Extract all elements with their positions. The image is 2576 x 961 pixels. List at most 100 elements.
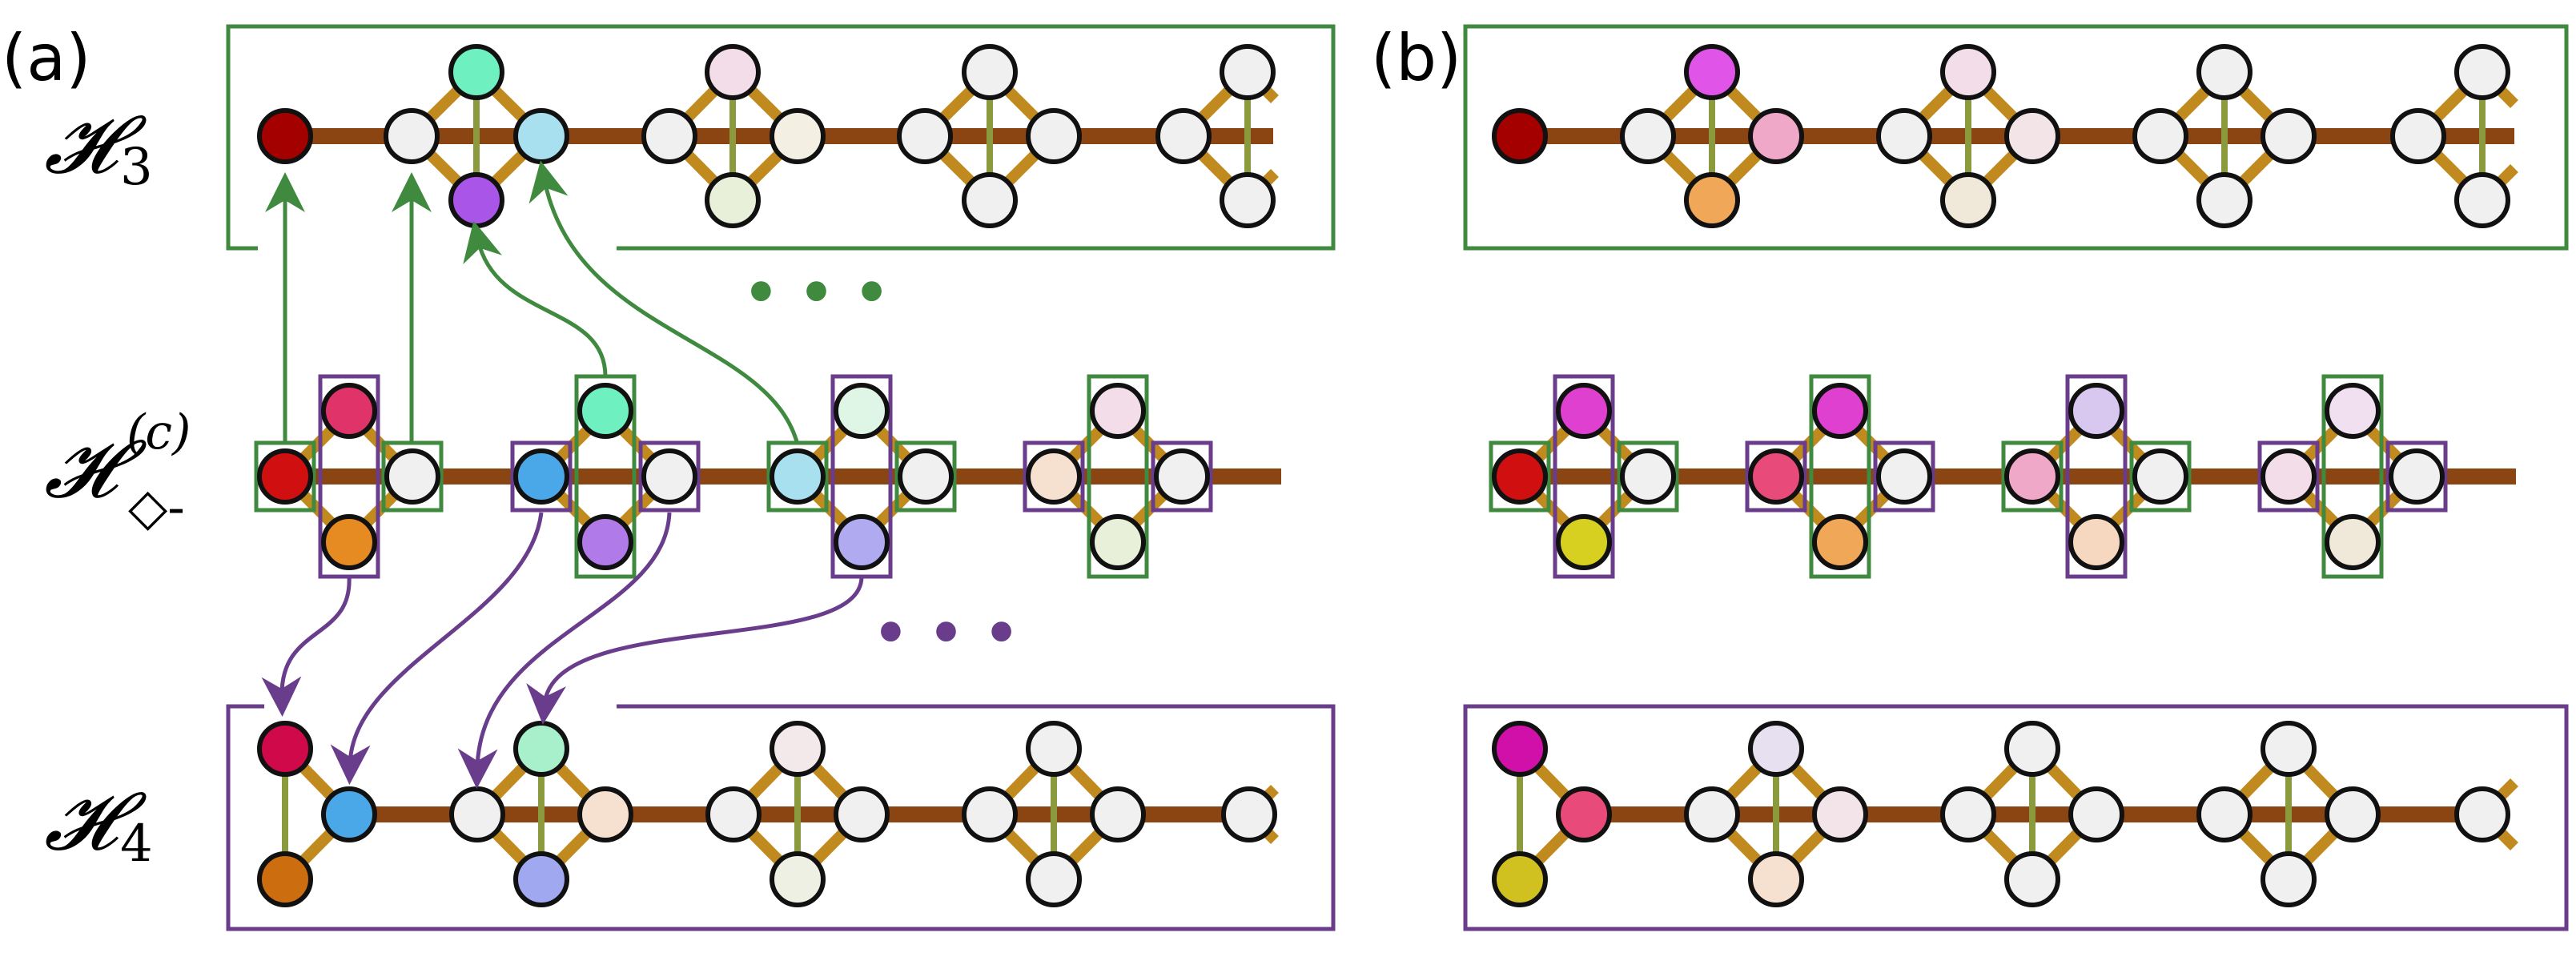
node — [2004, 108, 2060, 164]
node — [1155, 108, 1212, 164]
node — [1556, 514, 1612, 570]
node — [1748, 108, 1804, 164]
node — [770, 851, 826, 907]
node — [898, 448, 954, 505]
node — [1492, 721, 1548, 777]
panel-label-b: (b) — [1371, 21, 1461, 95]
node — [513, 851, 569, 907]
node — [577, 383, 633, 439]
node — [2389, 448, 2445, 505]
node — [1684, 786, 1740, 842]
node — [705, 44, 761, 100]
nodes — [257, 44, 1276, 228]
node — [321, 383, 377, 439]
chain-b-h3 — [1492, 44, 2518, 228]
node — [1026, 851, 1082, 907]
row-label-h3-sub: 3 — [120, 138, 153, 197]
node — [1876, 108, 1932, 164]
chain-a-h4 — [257, 721, 1279, 907]
node — [1620, 108, 1676, 164]
node — [1940, 44, 1996, 100]
node — [2390, 108, 2446, 164]
node — [2261, 851, 2317, 907]
node — [1221, 786, 1277, 842]
arrows-purple — [261, 512, 864, 789]
frame-b-h3 — [1463, 24, 2569, 251]
row-label-h4-sub: 4 — [120, 814, 153, 874]
node — [1220, 172, 1276, 228]
node — [1090, 786, 1146, 842]
node — [2196, 172, 2252, 228]
node — [897, 108, 953, 164]
node — [1090, 383, 1146, 439]
node — [2261, 448, 2317, 505]
node — [2454, 44, 2510, 100]
node — [513, 448, 569, 505]
node — [2132, 108, 2188, 164]
node — [257, 721, 313, 777]
node — [2325, 383, 2381, 439]
chain-a-hdiamond — [254, 374, 1281, 579]
node — [1812, 786, 1868, 842]
node — [2132, 448, 2188, 505]
node — [770, 721, 826, 777]
nodes — [257, 721, 1277, 907]
node — [834, 786, 890, 842]
node — [1812, 514, 1868, 570]
node — [1026, 448, 1082, 505]
node — [2325, 514, 2381, 570]
node — [1556, 383, 1612, 439]
row-label-h4: 𝓗 4 — [44, 774, 153, 874]
node — [2068, 786, 2124, 842]
node — [513, 721, 569, 777]
node — [1940, 786, 1996, 842]
node — [257, 108, 313, 164]
node — [641, 448, 697, 505]
row-label-h3: 𝓗 3 — [44, 98, 153, 197]
node — [641, 108, 697, 164]
node — [577, 786, 633, 842]
node — [1220, 44, 1276, 100]
node — [2196, 786, 2252, 842]
chain-a-h3 — [257, 44, 1279, 228]
node — [1620, 448, 1676, 505]
row-label-hdiamond: 𝓗 (c) ◇- — [44, 404, 191, 537]
node — [321, 514, 377, 570]
node — [1748, 851, 1804, 907]
node — [1492, 851, 1548, 907]
node — [1492, 448, 1548, 505]
node — [2068, 383, 2124, 439]
node — [1026, 108, 1082, 164]
node — [1154, 448, 1210, 505]
node — [577, 514, 633, 570]
node — [384, 108, 440, 164]
node — [962, 44, 1018, 100]
node — [2454, 786, 2510, 842]
node — [2196, 44, 2252, 100]
node — [1090, 514, 1146, 570]
ellipsis-purple: • • • — [873, 601, 1019, 666]
node — [834, 383, 890, 439]
node — [449, 786, 505, 842]
node — [2004, 851, 2060, 907]
node — [2325, 786, 2381, 842]
nodes — [257, 383, 1210, 570]
node — [834, 514, 890, 570]
node — [2454, 172, 2510, 228]
node — [257, 448, 313, 505]
node — [770, 448, 826, 505]
node — [1812, 383, 1868, 439]
node — [448, 44, 504, 100]
nodes — [1492, 721, 2510, 907]
node — [448, 172, 504, 228]
ellipsis-green: • • • — [743, 260, 890, 326]
node — [1748, 721, 1804, 777]
nodes — [1492, 44, 2510, 228]
node — [2004, 448, 2060, 505]
frame-a-h3 — [226, 24, 1336, 251]
node — [384, 448, 440, 505]
chain-b-h4 — [1492, 721, 2518, 907]
node — [1748, 448, 1804, 505]
node — [1684, 172, 1740, 228]
